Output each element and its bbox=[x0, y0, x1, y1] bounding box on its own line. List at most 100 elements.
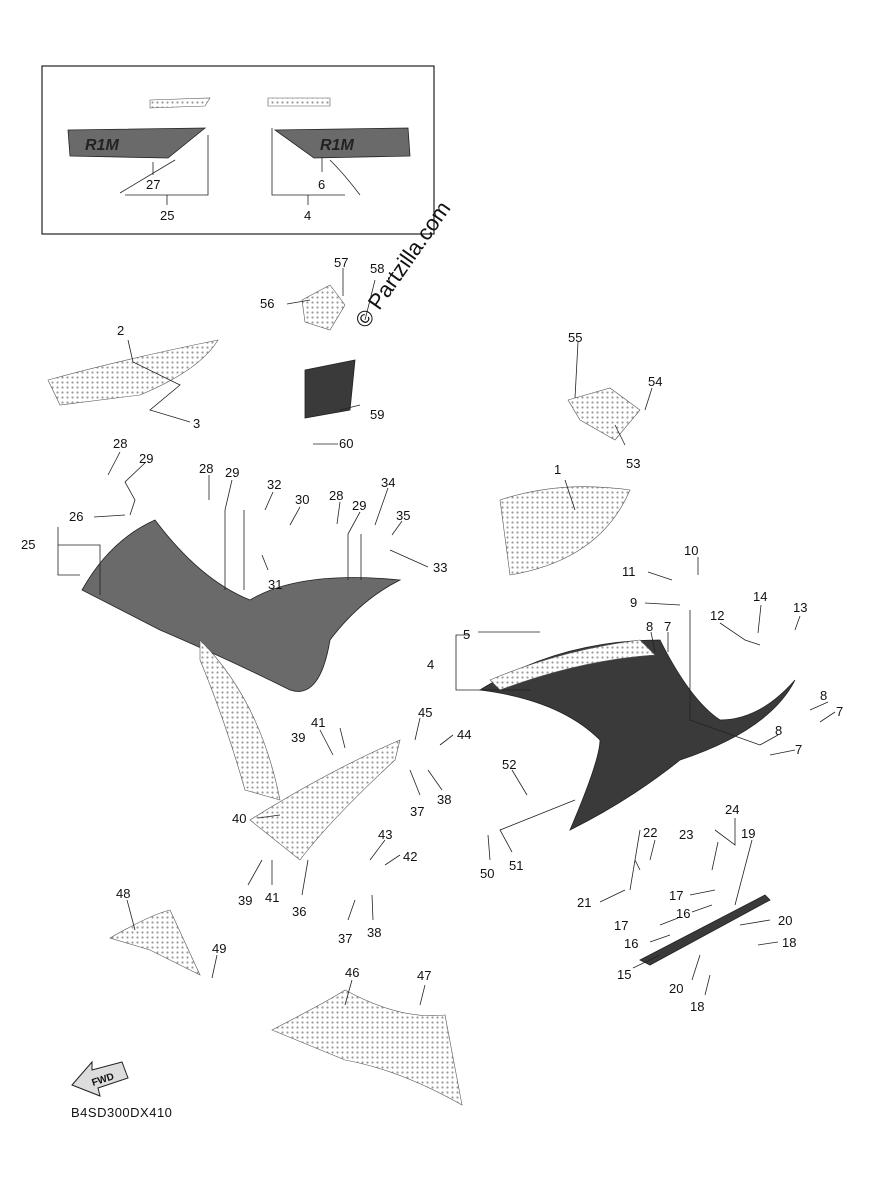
part-48 bbox=[109, 909, 201, 976]
callout-21: 21 bbox=[577, 895, 591, 910]
part-25-side-cowl bbox=[81, 519, 402, 692]
part-15 bbox=[639, 894, 771, 966]
callout-25: 25 bbox=[21, 537, 35, 552]
callout-42: 42 bbox=[403, 849, 417, 864]
callout-58: 58 bbox=[370, 261, 384, 276]
callout-32: 32 bbox=[267, 477, 281, 492]
part-36 bbox=[249, 739, 401, 861]
callout-29: 29 bbox=[352, 498, 366, 513]
callout-24: 24 bbox=[725, 802, 739, 817]
part-2 bbox=[47, 339, 219, 406]
callout-57: 57 bbox=[334, 255, 348, 270]
leader-lines bbox=[57, 128, 836, 1006]
callout-5: 5 bbox=[463, 627, 470, 642]
callout-2: 2 bbox=[117, 323, 124, 338]
part-4-upper bbox=[489, 639, 656, 691]
callout-4: 4 bbox=[304, 208, 311, 223]
callout-39: 39 bbox=[238, 893, 252, 908]
callout-41: 41 bbox=[265, 890, 279, 905]
callout-39: 39 bbox=[291, 730, 305, 745]
callout-18: 18 bbox=[782, 935, 796, 950]
callout-7: 7 bbox=[664, 619, 671, 634]
decal-text-left: R1M bbox=[85, 137, 119, 154]
callout-44: 44 bbox=[457, 727, 471, 742]
callout-6: 6 bbox=[318, 177, 325, 192]
callout-51: 51 bbox=[509, 858, 523, 873]
callout-26: 26 bbox=[69, 509, 83, 524]
callout-43: 43 bbox=[378, 827, 392, 842]
fwd-arrow: FWD bbox=[71, 1060, 129, 1097]
callout-34: 34 bbox=[381, 475, 395, 490]
callout-38: 38 bbox=[367, 925, 381, 940]
callout-16: 16 bbox=[676, 906, 690, 921]
callout-17: 17 bbox=[614, 918, 628, 933]
drawing-code: B4SD300DX410 bbox=[71, 1105, 173, 1120]
callout-19: 19 bbox=[741, 826, 755, 841]
callout-37: 37 bbox=[338, 931, 352, 946]
callout-15: 15 bbox=[617, 967, 631, 982]
callout-41: 41 bbox=[311, 715, 325, 730]
callout-8: 8 bbox=[820, 688, 827, 703]
callout-59: 59 bbox=[370, 407, 384, 422]
callout-1: 1 bbox=[554, 462, 561, 477]
callout-35: 35 bbox=[396, 508, 410, 523]
callout-17: 17 bbox=[669, 888, 683, 903]
callout-46: 46 bbox=[345, 965, 359, 980]
callout-53: 53 bbox=[626, 456, 640, 471]
part-56 bbox=[301, 284, 346, 331]
part-59 bbox=[304, 359, 356, 419]
callout-10: 10 bbox=[684, 543, 698, 558]
callout-52: 52 bbox=[502, 757, 516, 772]
callout-18: 18 bbox=[690, 999, 704, 1014]
callout-3: 3 bbox=[193, 416, 200, 431]
callout-30: 30 bbox=[295, 492, 309, 507]
callout-40: 40 bbox=[232, 811, 246, 826]
callout-28: 28 bbox=[199, 461, 213, 476]
decal-text-right: R1M bbox=[320, 137, 354, 154]
callout-4: 4 bbox=[427, 657, 434, 672]
callout-23: 23 bbox=[679, 827, 693, 842]
callout-56: 56 bbox=[260, 296, 274, 311]
callout-13: 13 bbox=[793, 600, 807, 615]
callout-27: 27 bbox=[146, 177, 160, 192]
callout-9: 9 bbox=[630, 595, 637, 610]
callout-22: 22 bbox=[643, 825, 657, 840]
callout-38: 38 bbox=[437, 792, 451, 807]
callout-55: 55 bbox=[568, 330, 582, 345]
callout-labels: 27 25 6 4 57 58 56 59 60 2 3 55 54 53 28… bbox=[21, 177, 843, 1014]
callout-20: 20 bbox=[669, 981, 683, 996]
callout-16: 16 bbox=[624, 936, 638, 951]
callout-45: 45 bbox=[418, 705, 432, 720]
part-4-side-cowl bbox=[478, 639, 796, 831]
decal-inset-frame bbox=[41, 65, 435, 235]
part-1 bbox=[499, 486, 631, 576]
decal-left: R1M bbox=[67, 97, 211, 194]
callout-31: 31 bbox=[268, 577, 282, 592]
callout-29: 29 bbox=[139, 451, 153, 466]
callout-25: 25 bbox=[160, 208, 174, 223]
callout-54: 54 bbox=[648, 374, 662, 389]
part-53 bbox=[567, 387, 641, 441]
callout-12: 12 bbox=[710, 608, 724, 623]
callout-60: 60 bbox=[339, 436, 353, 451]
decal-right: R1M bbox=[267, 97, 411, 196]
callout-8: 8 bbox=[646, 619, 653, 634]
callout-7: 7 bbox=[836, 704, 843, 719]
callout-33: 33 bbox=[433, 560, 447, 575]
callout-50: 50 bbox=[480, 866, 494, 881]
part-25-lower bbox=[199, 639, 281, 801]
callout-8: 8 bbox=[775, 723, 782, 738]
callout-37: 37 bbox=[410, 804, 424, 819]
callout-20: 20 bbox=[778, 913, 792, 928]
callout-28: 28 bbox=[329, 488, 343, 503]
callout-29: 29 bbox=[225, 465, 239, 480]
callout-49: 49 bbox=[212, 941, 226, 956]
part-46 bbox=[271, 989, 463, 1106]
callout-11: 11 bbox=[622, 564, 636, 579]
callout-48: 48 bbox=[116, 886, 130, 901]
callout-7: 7 bbox=[795, 742, 802, 757]
callout-28: 28 bbox=[113, 436, 127, 451]
callout-36: 36 bbox=[292, 904, 306, 919]
callout-47: 47 bbox=[417, 968, 431, 983]
